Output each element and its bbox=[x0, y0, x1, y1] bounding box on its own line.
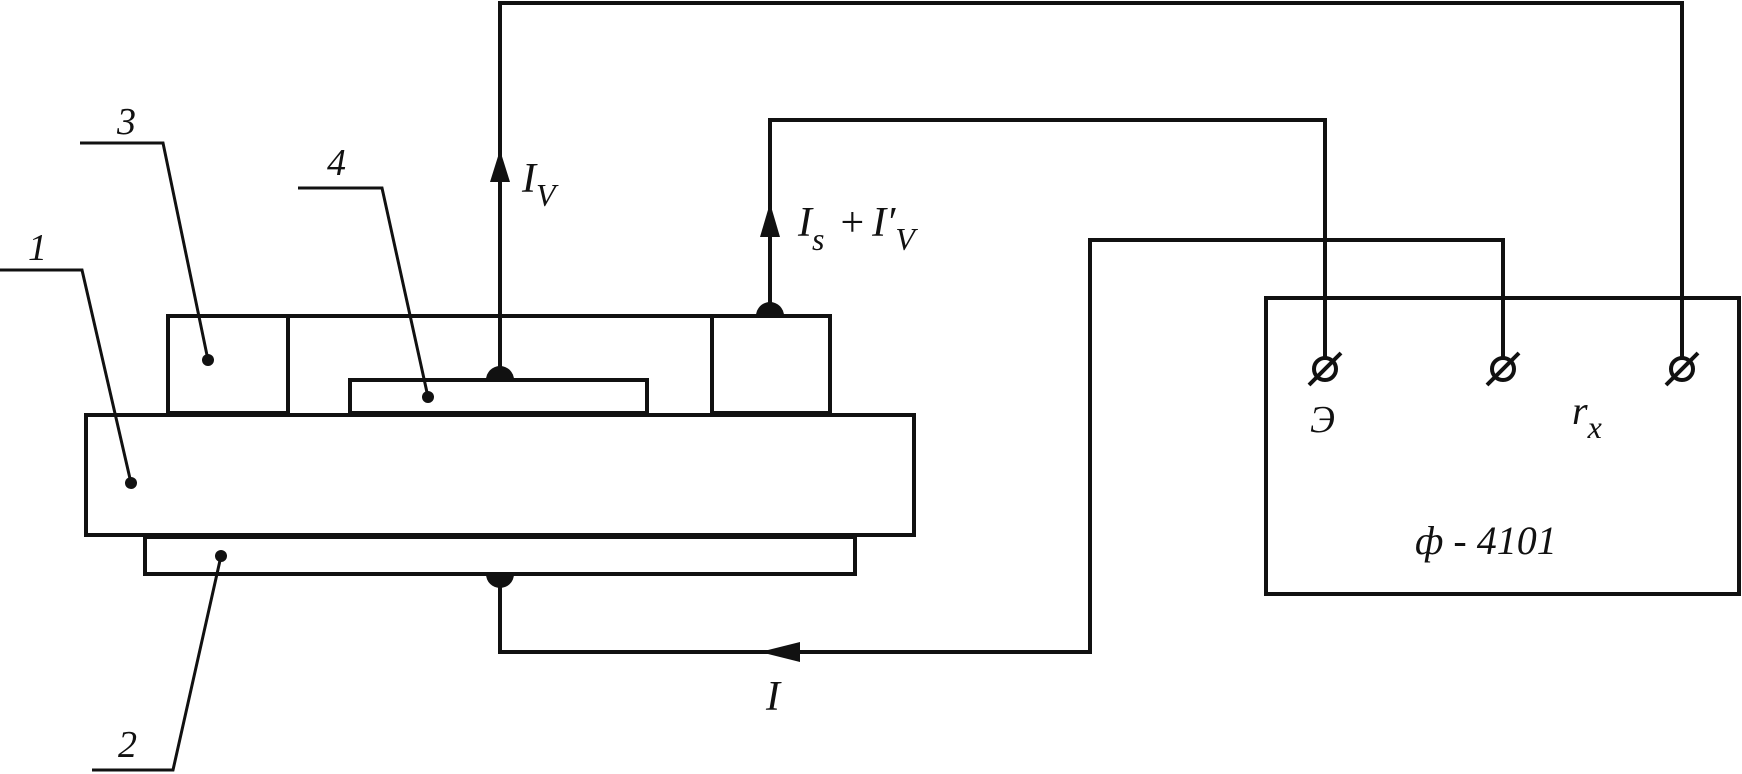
callout-1: 1 bbox=[28, 227, 47, 269]
meter-f4101: Э rx ф - 4101 bbox=[1264, 296, 1741, 596]
bottom-electrode bbox=[143, 535, 857, 576]
meter-box bbox=[1264, 296, 1741, 596]
callout-3: 3 bbox=[116, 101, 136, 143]
leader-1-dot bbox=[125, 477, 137, 489]
terminal-rx-label: rx bbox=[1572, 388, 1602, 445]
leader-1 bbox=[0, 268, 133, 484]
arrow-up-is-icon bbox=[760, 203, 780, 237]
leader-4 bbox=[298, 186, 430, 398]
label-iv: IV bbox=[521, 156, 559, 213]
measuring-electrode bbox=[348, 378, 649, 415]
terminal-e-label: Э bbox=[1310, 399, 1335, 441]
label-is-plus-iv: Is+I′V bbox=[797, 200, 918, 257]
terminal-right bbox=[1664, 351, 1700, 387]
wire-iv bbox=[498, 1, 1684, 380]
leader-2 bbox=[92, 555, 223, 772]
leader-2-dot bbox=[215, 550, 227, 562]
wire-i bbox=[498, 238, 1505, 654]
leader-3-dot bbox=[202, 354, 214, 366]
current-arrows bbox=[490, 150, 800, 662]
meter-model-label: ф - 4101 bbox=[1415, 518, 1557, 563]
dielectric-sample bbox=[84, 413, 916, 537]
callouts: 3 4 1 2 bbox=[0, 101, 434, 772]
terminal-middle bbox=[1485, 351, 1521, 387]
callout-2: 2 bbox=[118, 724, 137, 766]
callout-4: 4 bbox=[327, 142, 346, 184]
leader-3 bbox=[80, 141, 210, 361]
guard-electrode-right bbox=[710, 314, 832, 415]
arrow-up-iv-icon bbox=[490, 150, 510, 182]
guard-electrode-left bbox=[166, 314, 290, 415]
junction-dots bbox=[486, 302, 784, 588]
current-labels: IV Is+I′V I bbox=[521, 156, 918, 720]
arrow-left-i-icon bbox=[760, 642, 800, 662]
label-i: I bbox=[765, 674, 782, 720]
terminal-e bbox=[1307, 351, 1343, 387]
leader-4-dot bbox=[422, 391, 434, 403]
